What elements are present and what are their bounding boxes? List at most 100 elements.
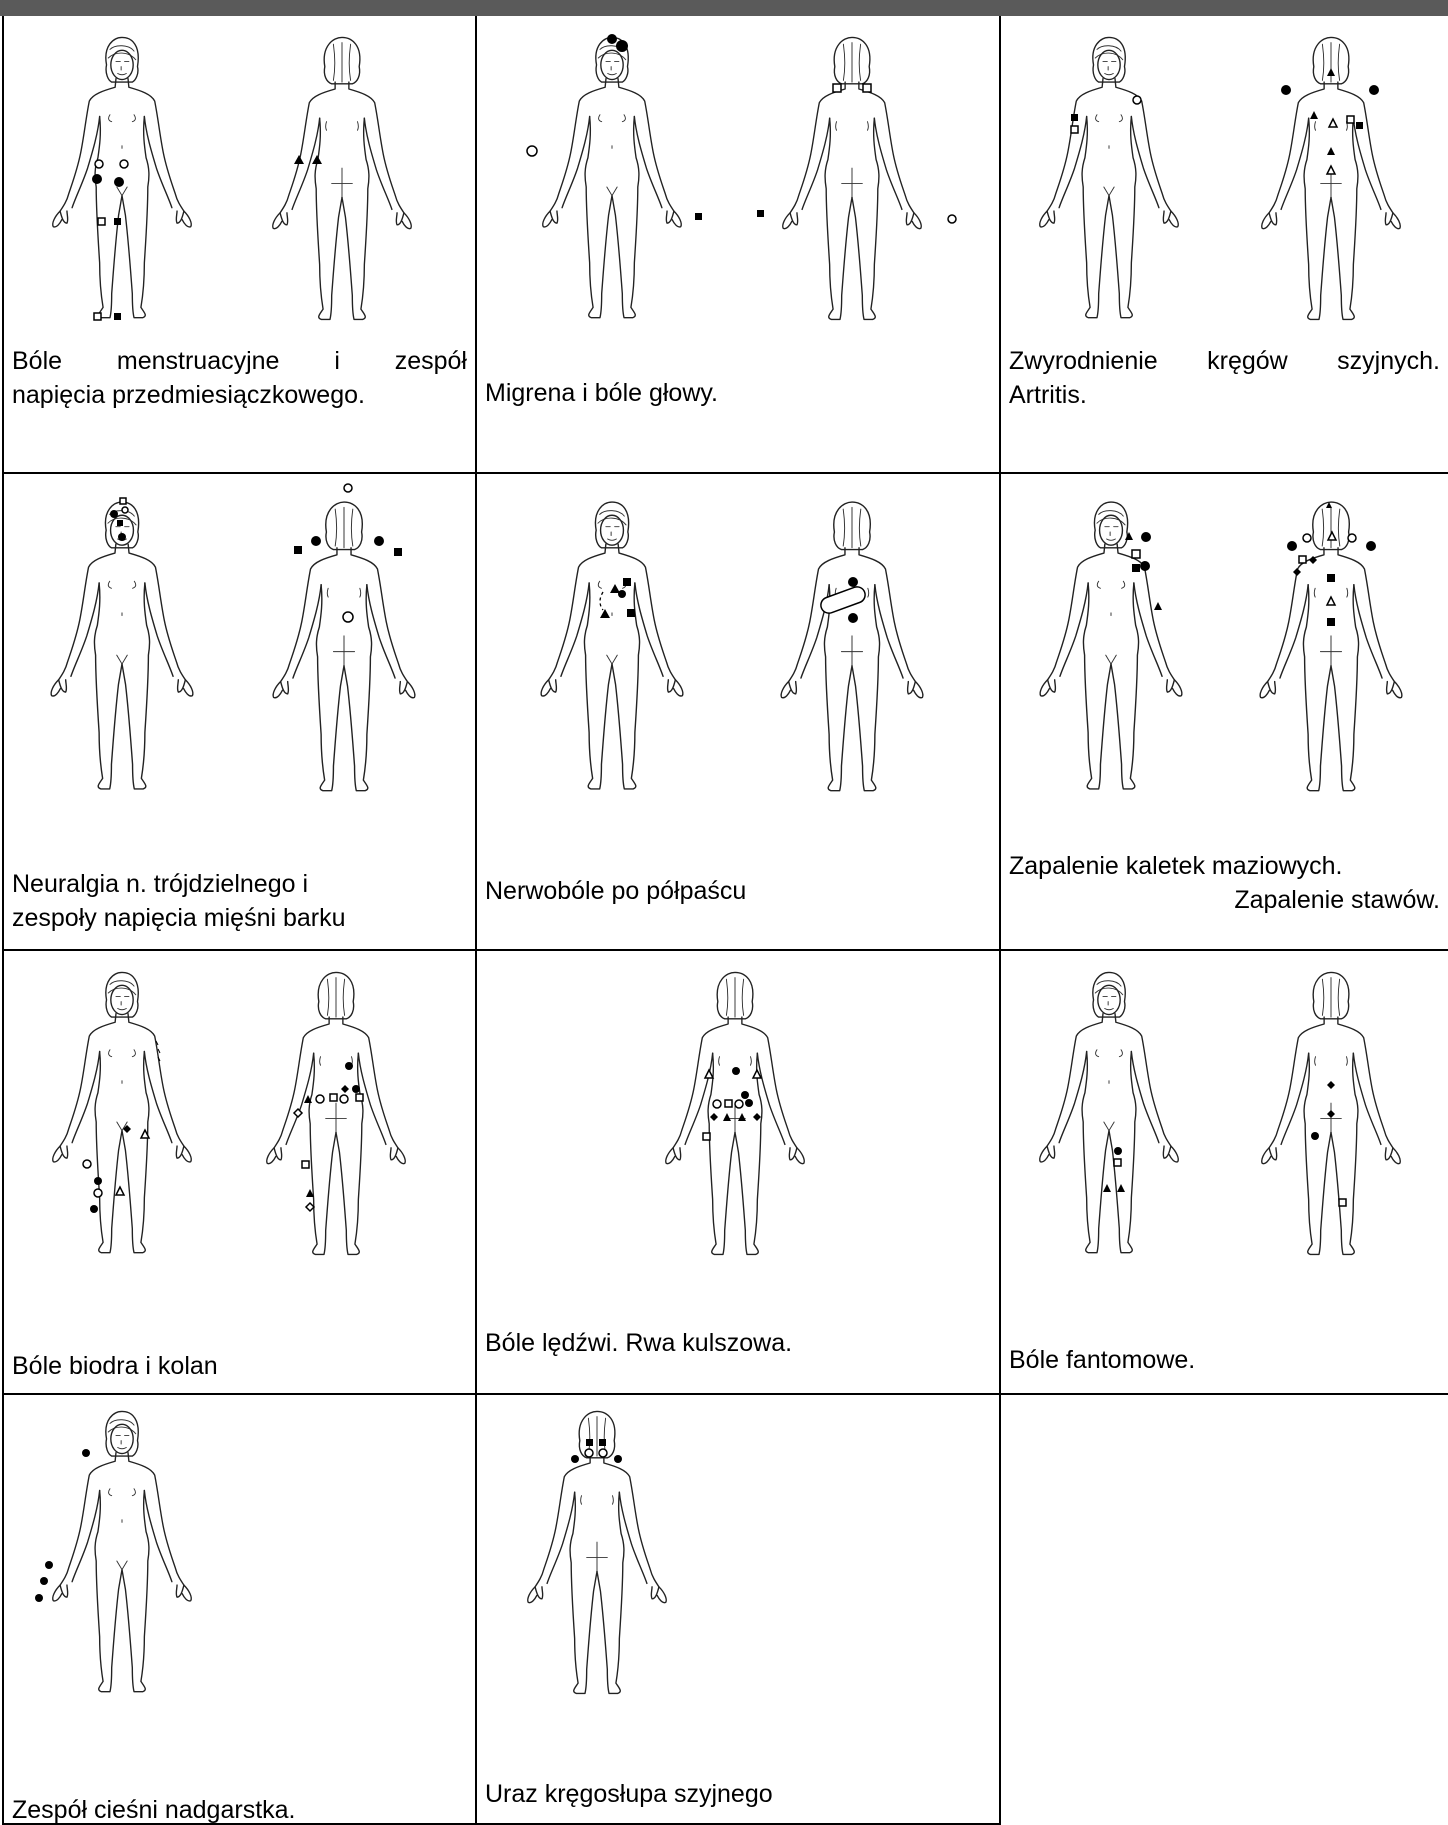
marker-filled-circle: [82, 1449, 90, 1457]
figure-lumbar: [477, 951, 999, 1281]
marker-open-circle: [599, 1449, 607, 1457]
cell-whiplash: Uraz kręgosłupa szyjnego: [477, 1395, 1001, 1825]
caption-shingles: Nerwobóle po półpaścu: [485, 874, 991, 908]
marker-filled-diamond: [1293, 568, 1301, 576]
marker-open-square: [302, 1161, 309, 1168]
marker-open-circle: [527, 146, 537, 156]
marker-open-band: [819, 585, 868, 616]
cell-phantom: Bóle fantomowe.: [1001, 951, 1448, 1395]
marker-open-triangle: [116, 1187, 124, 1195]
marker-filled-diamond: [753, 1113, 761, 1121]
marker-filled-triangle: [1310, 111, 1318, 119]
marker-filled-circle: [90, 1205, 98, 1213]
marker-open-square: [1339, 1199, 1346, 1206]
marker-filled-triangle: [1125, 532, 1133, 540]
marker-filled-square: [117, 520, 123, 526]
marker-open-circle: [122, 507, 128, 513]
marker-filled-circle: [94, 1177, 102, 1185]
marker-filled-square: [1327, 574, 1335, 582]
marker-filled-square: [1356, 122, 1363, 129]
marker-filled-triangle: [1154, 602, 1162, 610]
marker-filled-square: [1327, 618, 1335, 626]
marker-group-menstrual: [92, 155, 322, 320]
marker-filled-square: [757, 210, 764, 217]
marker-filled-circle: [45, 1561, 53, 1569]
marker-filled-circle: [114, 177, 124, 187]
marker-open-square: [1132, 550, 1140, 558]
marker-filled-square: [627, 609, 635, 617]
header-bar: [0, 0, 1448, 16]
marker-open-circle: [94, 1189, 102, 1197]
figure-shingles: [477, 474, 999, 824]
marker-open-circle: [713, 1100, 721, 1108]
marker-open-circle: [316, 1095, 324, 1103]
marker-filled-diamond: [341, 1085, 349, 1093]
marker-filled-square: [1132, 564, 1140, 572]
marker-filled-square: [695, 213, 702, 220]
marker-filled-square: [294, 546, 302, 554]
marker-open-square: [703, 1133, 710, 1140]
marker-open-square: [94, 313, 101, 320]
marker-open-circle: [948, 215, 956, 223]
marker-filled-circle: [732, 1067, 740, 1075]
marker-filled-triangle: [1327, 68, 1335, 76]
cell-empty: [1001, 1395, 1448, 1825]
marker-group-trigeminal: [110, 484, 402, 622]
marker-filled-circle: [1369, 85, 1379, 95]
marker-filled-square: [1071, 114, 1078, 121]
cell-bursitis: Zapalenie kaletek maziowych. Zapalenie s…: [1001, 474, 1448, 951]
marker-open-square: [120, 498, 126, 504]
marker-open-square: [725, 1100, 732, 1107]
marker-filled-square: [114, 218, 121, 225]
figure-carpal: [4, 1395, 475, 1715]
marker-filled-diamond: [710, 1113, 718, 1121]
marker-filled-triangle: [738, 1113, 746, 1121]
figure-migraine: [477, 16, 999, 346]
marker-filled-circle: [92, 174, 102, 184]
marker-open-square: [1347, 116, 1354, 123]
marker-filled-triangle: [1103, 1184, 1111, 1192]
marker-filled-circle: [741, 1091, 749, 1099]
cell-trigeminal: Neuralgia n. trójdzielnego i zespoły nap…: [2, 474, 477, 951]
figure-back: [273, 37, 411, 319]
marker-filled-triangle: [600, 609, 610, 618]
figure-menstrual: [4, 16, 475, 346]
caption-bursitis: Zapalenie kaletek maziowych. Zapalenie s…: [1009, 849, 1440, 917]
marker-group-hip-knee: [83, 1041, 363, 1213]
marker-filled-circle: [1141, 532, 1151, 542]
marker-open-circle: [343, 612, 353, 622]
figure-whiplash: [477, 1395, 999, 1715]
caption-whiplash: Uraz kręgosłupa szyjnego: [485, 1777, 991, 1811]
marker-filled-circle: [848, 577, 858, 587]
marker-filled-circle: [352, 1085, 360, 1093]
marker-filled-square: [586, 1439, 593, 1446]
marker-filled-circle: [1114, 1147, 1122, 1155]
marker-filled-triangle: [294, 155, 304, 164]
marker-group-shingles: [600, 577, 867, 623]
marker-open-circle: [1348, 534, 1356, 542]
marker-open-circle: [83, 1160, 91, 1168]
caption-hip-knee: Bóle biodra i kolan: [12, 1349, 467, 1383]
marker-filled-circle: [1281, 85, 1291, 95]
marker-open-circle: [95, 160, 103, 168]
marker-filled-diamond: [1327, 1110, 1335, 1118]
marker-filled-triangle: [610, 584, 620, 593]
cell-cervical: Zwyrodnienie kręgów szyjnych. Artritis.: [1001, 16, 1448, 474]
marker-filled-circle: [311, 536, 321, 546]
marker-filled-circle: [745, 1099, 753, 1107]
marker-open-circle: [735, 1100, 743, 1108]
marker-filled-triangle: [312, 155, 322, 164]
marker-open-square: [330, 1094, 337, 1101]
marker-filled-circle: [618, 590, 626, 598]
marker-open-square: [98, 218, 105, 225]
caption-phantom: Bóle fantomowe.: [1009, 1343, 1440, 1377]
marker-dashed-arc: [600, 592, 603, 610]
marker-filled-circle: [110, 510, 118, 518]
marker-filled-square: [599, 1439, 606, 1446]
marker-open-circle: [344, 484, 352, 492]
marker-open-circle: [1133, 96, 1141, 104]
marker-filled-square: [623, 578, 631, 586]
marker-filled-circle: [1287, 541, 1297, 551]
marker-open-circle: [340, 1095, 348, 1103]
cell-menstrual: Bóle menstruacyjne i zespół napięcia prz…: [2, 16, 477, 474]
